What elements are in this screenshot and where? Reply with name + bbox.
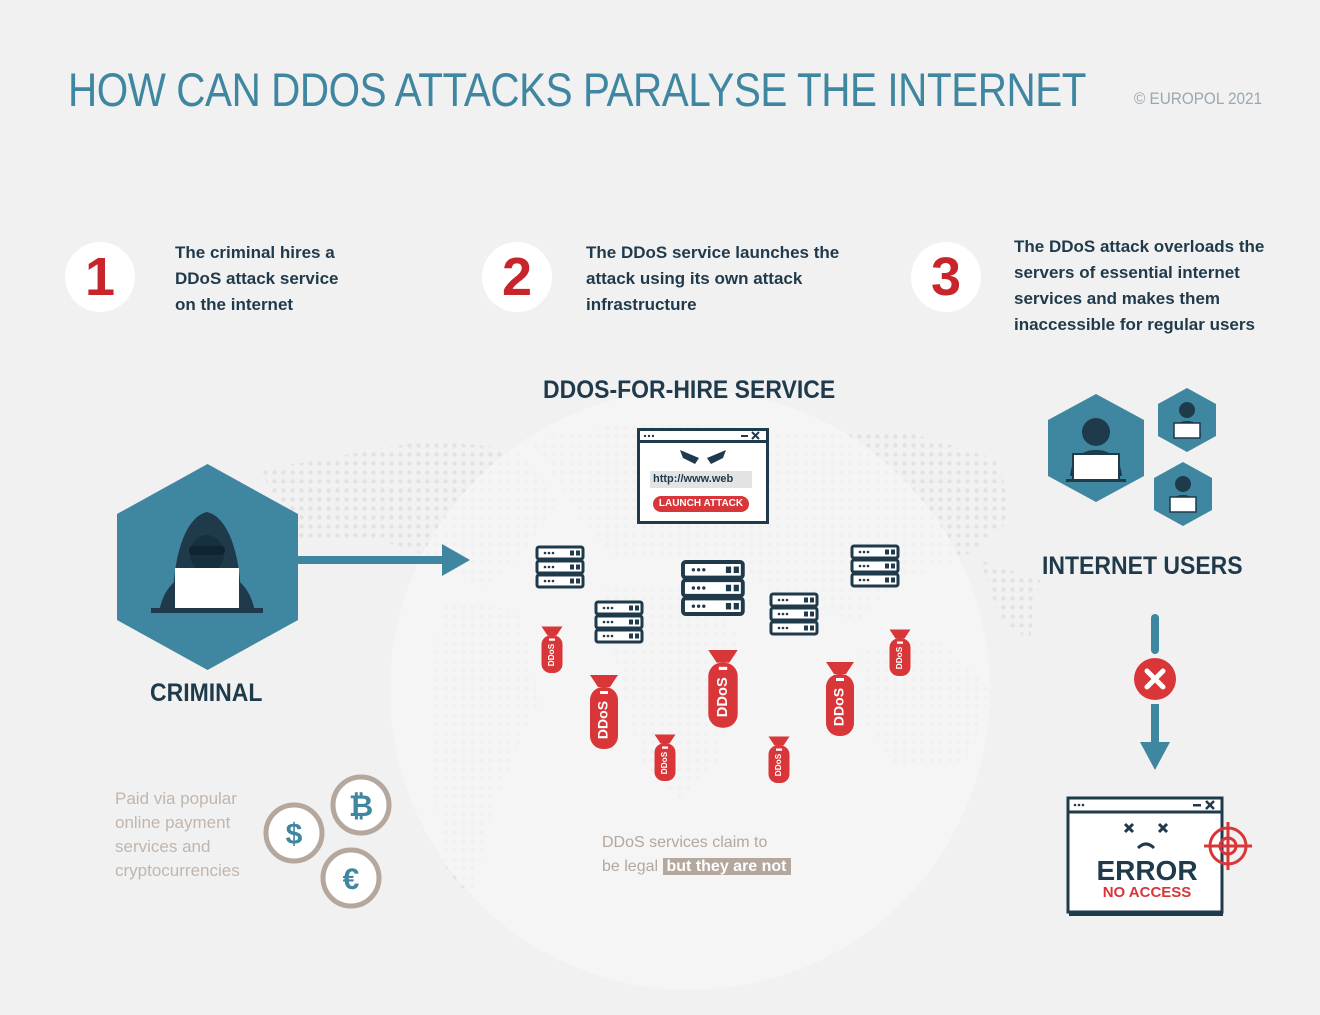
step-3-line: inaccessible for regular users — [1014, 315, 1255, 334]
payment-line: Paid via popular — [115, 789, 237, 808]
step-1-line: on the internet — [175, 295, 294, 314]
bomb-icon: DDoS — [708, 650, 738, 728]
bomb-icon: DDoS — [541, 626, 563, 673]
server-rack-icon — [681, 560, 745, 616]
step-1-line: The criminal hires a — [175, 243, 335, 262]
step-1-text: The criminal hires a DDoS attack service… — [175, 240, 338, 318]
bomb-label: DDoS — [660, 751, 669, 774]
step-3-number: 3 — [911, 242, 981, 312]
error-circle-x-icon — [1134, 658, 1176, 700]
blocked-arrow — [1134, 614, 1176, 770]
step-3-text: The DDoS attack overloads the servers of… — [1014, 234, 1264, 338]
criminal-hacker-icon — [117, 464, 298, 670]
step-2-number: 2 — [482, 242, 552, 312]
crosshair-target-icon — [1204, 822, 1252, 870]
page-title: HOW CAN DDOS ATTACKS PARALYSE THE INTERN… — [68, 63, 1087, 116]
user-laptop-icon — [1154, 462, 1212, 526]
user-laptop-icon — [1158, 388, 1216, 452]
step-3-line: The DDoS attack overloads the — [1014, 237, 1265, 256]
service-heading: DDOS-FOR-HIRE SERVICE — [543, 376, 836, 404]
payment-line: online payment — [115, 813, 231, 832]
bomb-label: DDoS — [595, 701, 611, 739]
legal-claim-text: DDoS services claim to be legal but they… — [602, 831, 791, 879]
step-1-line: DDoS attack service — [175, 269, 339, 288]
error-title: ERROR — [1096, 855, 1198, 886]
server-rack-icon — [594, 600, 644, 644]
bomb-label: DDoS — [715, 677, 731, 717]
error-subtitle: NO ACCESS — [1102, 884, 1192, 901]
server-rack-icon — [535, 545, 585, 589]
payment-coins: ₿ $ € — [263, 774, 392, 909]
bomb-label: DDoS — [774, 753, 783, 776]
step-1-number: 1 — [65, 242, 135, 312]
step-2-line: attack using its own attack — [586, 269, 803, 288]
attack-url-field: http://www.web — [650, 471, 752, 488]
bitcoin-symbol: ₿ — [349, 790, 373, 823]
claim-line-1: DDoS services claim to — [602, 834, 768, 851]
bomb-icon: DDoS — [826, 662, 854, 736]
claim-highlight: but they are not — [662, 858, 791, 875]
copyright: © EUROPOL 2021 — [1134, 89, 1263, 108]
step-3-line: services and makes them — [1014, 289, 1221, 308]
dollar-symbol: $ — [286, 818, 303, 851]
euro-symbol: € — [343, 863, 360, 896]
claim-line-2-text: be legal — [602, 858, 659, 875]
bomb-label: DDoS — [831, 688, 847, 726]
bitcoin-coin-icon: ₿ — [330, 774, 392, 836]
euro-coin-icon: € — [320, 847, 382, 909]
criminal-label: CRIMINAL — [150, 679, 263, 707]
server-rack-icon — [769, 592, 819, 636]
arrow-right-icon — [296, 544, 470, 576]
payment-line: services and — [115, 837, 211, 856]
internet-users-label: INTERNET USERS — [1042, 552, 1243, 580]
bomb-icon: DDoS — [590, 675, 618, 749]
bomb-icon: DDoS — [654, 734, 676, 781]
step-3-line: servers of essential internet — [1014, 263, 1240, 282]
step-2-line: infrastructure — [586, 295, 697, 314]
error-browser-window — [1066, 796, 1252, 916]
bomb-icon: DDoS — [768, 736, 790, 783]
dollar-coin-icon: $ — [263, 802, 325, 864]
user-laptop-icon — [1048, 394, 1144, 502]
step-2-text: The DDoS service launches the attack usi… — [586, 240, 839, 318]
payment-line: cryptocurrencies — [115, 861, 240, 880]
server-rack-icon — [850, 544, 900, 588]
bomb-label: DDoS — [895, 646, 904, 669]
bomb-icon: DDoS — [889, 629, 911, 676]
step-2-line: The DDoS service launches the — [586, 243, 840, 262]
payment-text: Paid via popular online payment services… — [115, 787, 240, 883]
launch-attack-button: LAUNCH ATTACK — [653, 496, 749, 512]
bomb-label: DDoS — [547, 643, 556, 666]
internet-users-icons — [1048, 388, 1216, 526]
claim-line-2: be legal but they are not — [602, 855, 791, 879]
